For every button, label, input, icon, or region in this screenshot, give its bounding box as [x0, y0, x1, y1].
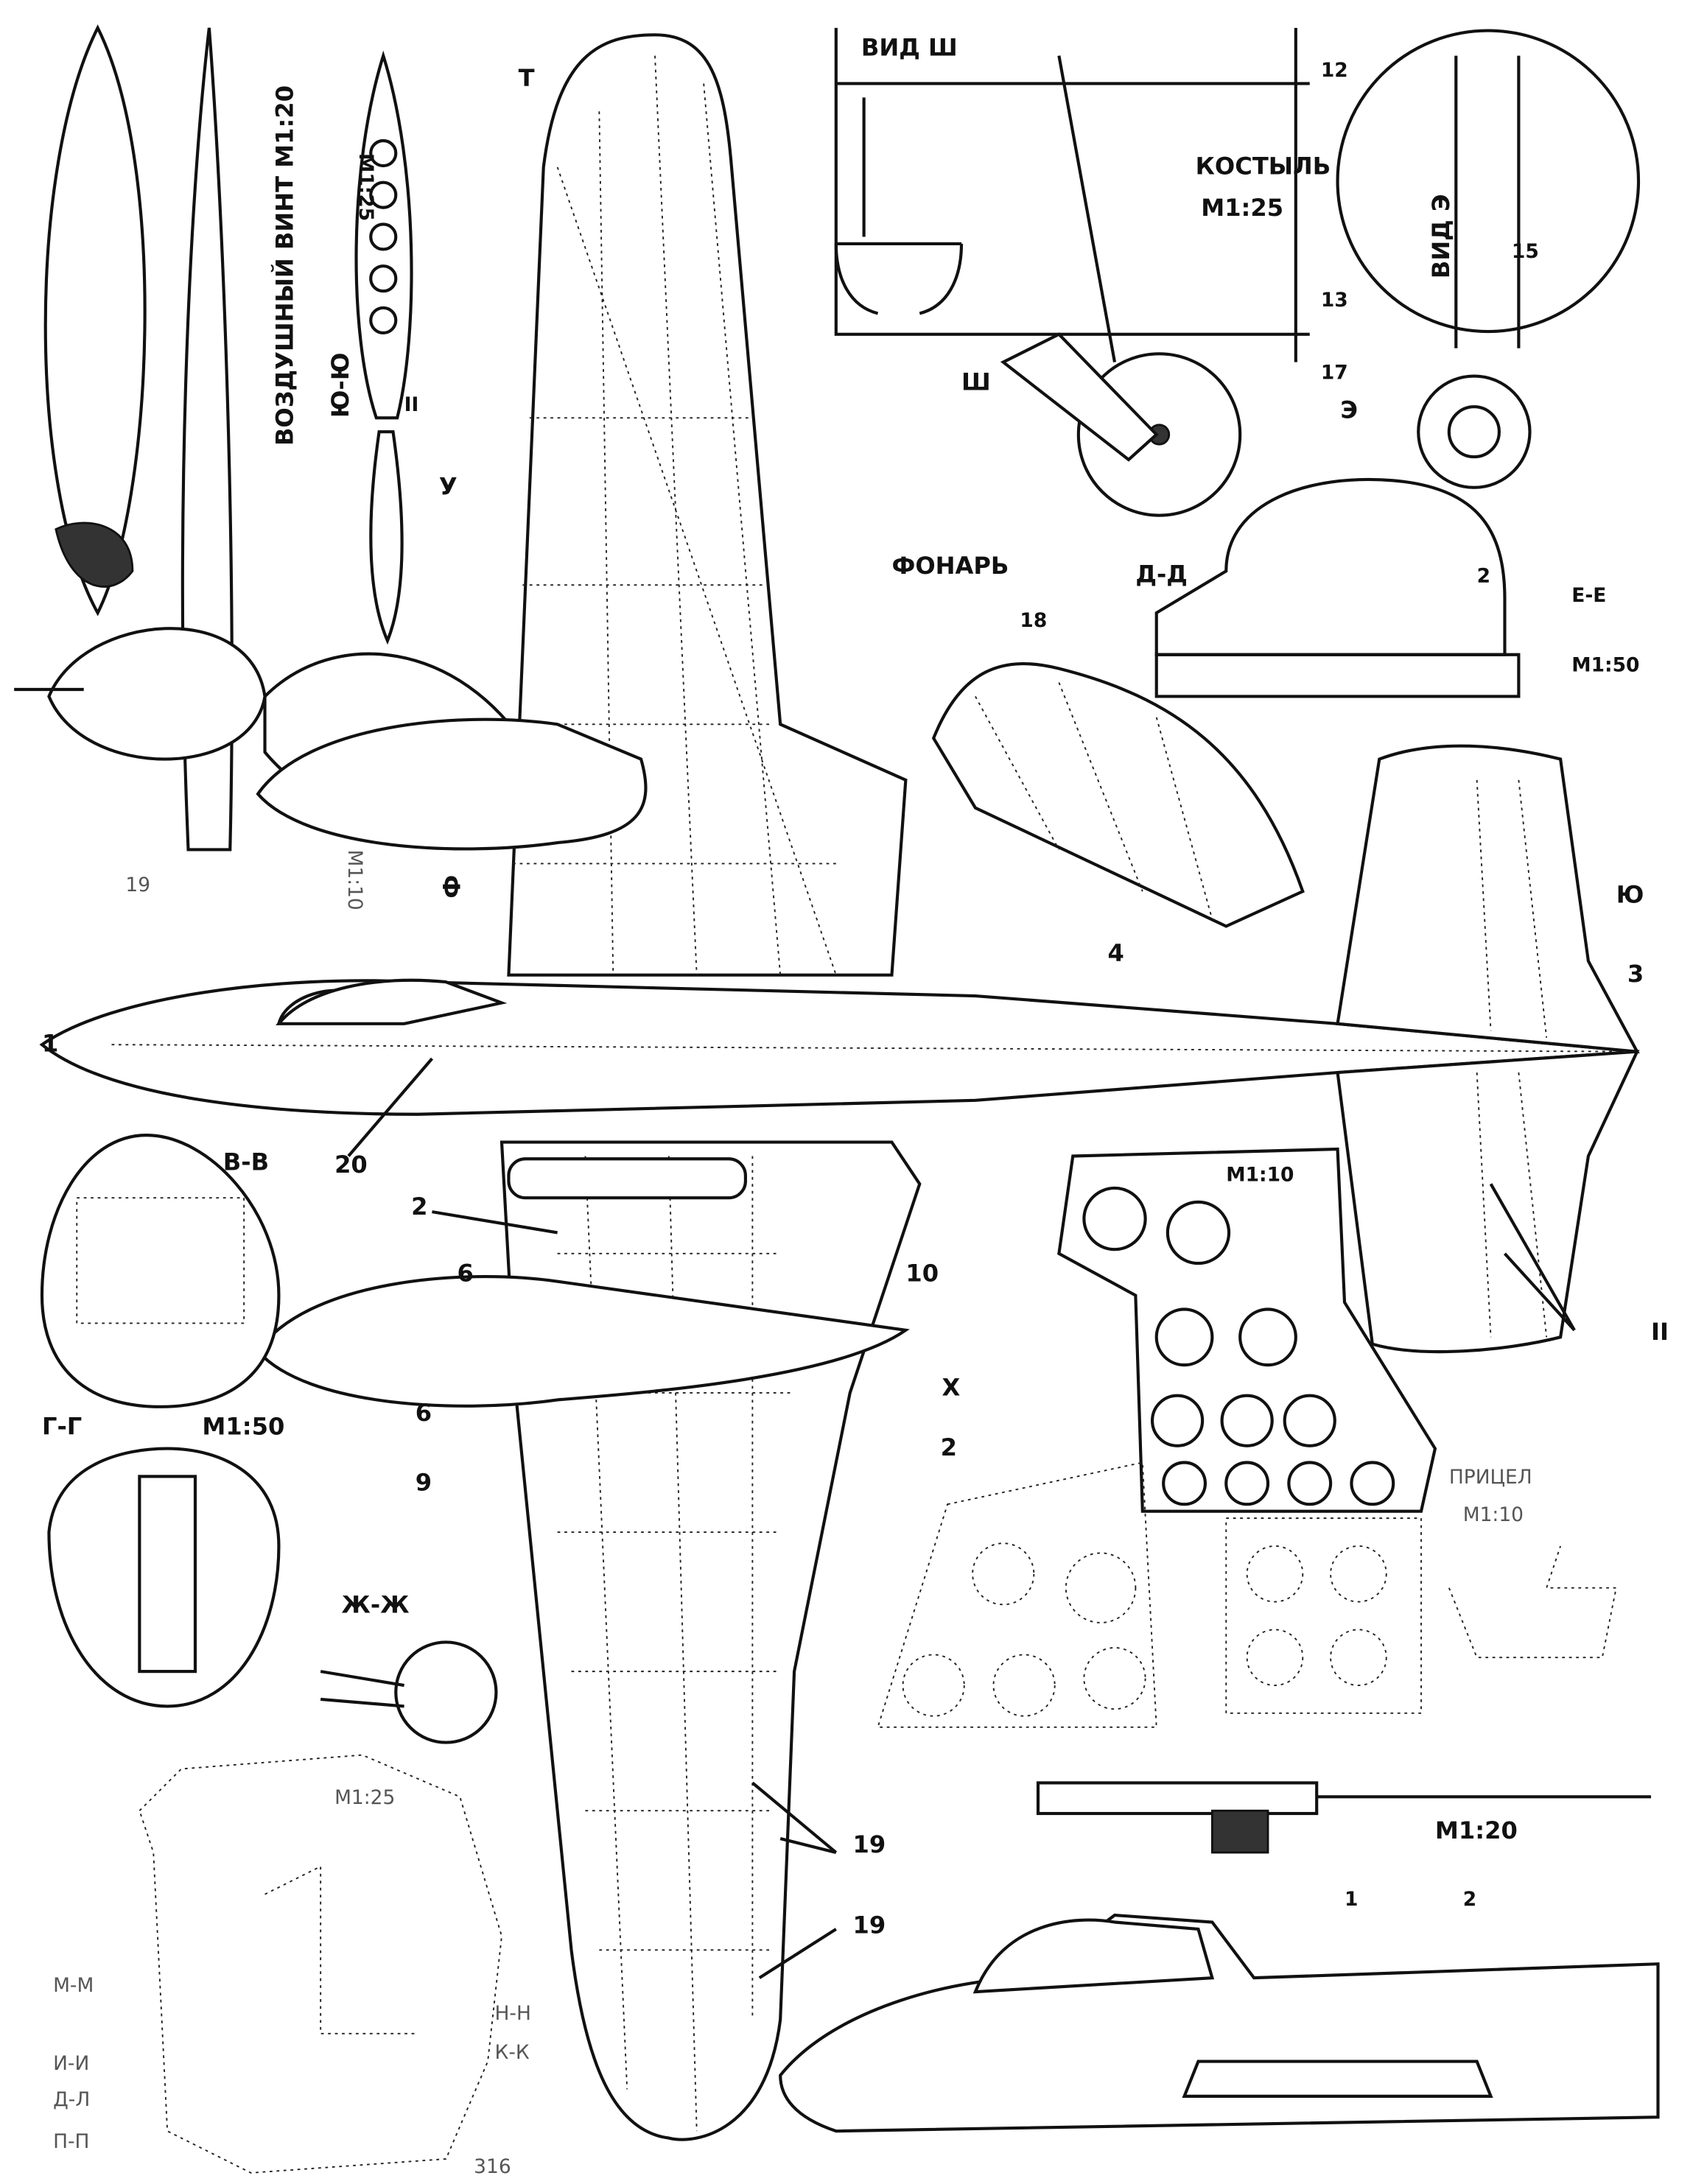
kostyl-scale: М1:25 [1201, 194, 1283, 222]
callout-12: 12 [1321, 59, 1348, 82]
tailwheel-drawing: ВИД Ш КОСТЫЛЬ М1:25 ВИД Э Ш Э 12 13 15 1… [834, 27, 1641, 517]
canopy-callout-2: 2 [1477, 564, 1490, 587]
section-kh: Х [942, 1374, 961, 1402]
bottom-scale: М1:25 [334, 1786, 395, 1809]
section-g-g-drawing: Г-Г М1:50 [42, 1413, 284, 1708]
section-e-e: Е-Е [1571, 584, 1606, 607]
section-f: Ф [438, 875, 466, 899]
callout-13: 13 [1321, 289, 1348, 312]
page-number: 316 [474, 2155, 511, 2178]
blade-scale: М1:25 [354, 153, 377, 221]
callout-9: 9 [416, 1468, 432, 1496]
callout-19b: 19 [853, 1830, 886, 1858]
gun-callout-1: 1 [1345, 1888, 1358, 1911]
callout-11: II [1651, 1318, 1669, 1346]
section-yu: Ю [1616, 880, 1644, 908]
callout-2a: 2 [411, 1193, 427, 1221]
vid-sh-label: ВИД Ш [861, 34, 958, 62]
section-d-l: Д-Л [53, 2088, 90, 2111]
callout-18: 18 [1020, 609, 1047, 632]
view-arrow-e: Э [1340, 396, 1358, 424]
bottom-left-sections: М1:25 М-М И-И Д-Л П-П Н-Н К-К 316 [53, 1754, 531, 2178]
callout-6b: 6 [416, 1399, 432, 1427]
callout-1: 1 [42, 1030, 58, 1058]
section-v-v: В-В [223, 1148, 269, 1176]
gun-callout-2: 2 [1463, 1888, 1476, 1911]
callout-2b: 2 [941, 1433, 957, 1461]
gun-side-view-drawing: М1:20 1 2 [779, 1781, 1660, 2133]
callout-19c: 19 [853, 1911, 886, 1939]
section-zh-zh-drawing: Ж-Ж [320, 1591, 498, 1744]
instrument-panel-drawing: М1:10 ПРИЦЕЛ М1:10 [877, 1147, 1617, 1728]
callout-6a: 6 [457, 1260, 473, 1288]
callout-4: 4 [1108, 939, 1124, 967]
callout-17: 17 [1321, 361, 1348, 384]
panel-scale: М1:10 [1226, 1164, 1294, 1187]
blade-number: II [404, 393, 419, 416]
scale-m150-right: М1:50 [1571, 653, 1639, 676]
scale-m110-left: М1:10 [343, 849, 366, 910]
vid-e-label: ВИД Э [1427, 194, 1455, 278]
propeller-title: ВОЗДУШНЫЙ ВИНТ М1:20 [270, 85, 298, 446]
section-u: У [439, 472, 458, 500]
plan-view [39, 33, 1640, 2141]
scale-m150-left: М1:50 [202, 1413, 284, 1441]
callout-3: 3 [1627, 960, 1644, 988]
section-k-k: К-К [495, 2041, 530, 2064]
sight-label: ПРИЦЕЛ [1449, 1466, 1532, 1489]
callouts: 1 2 2 3 4 6 6 9 10 II 19 19 19 20 [42, 874, 1669, 1979]
section-n-n: Н-Н [495, 2002, 531, 2025]
callout-19a: 19 [125, 874, 150, 896]
section-m-m: М-М [53, 1974, 94, 1997]
callout-15: 15 [1512, 240, 1539, 263]
canopy-title: ФОНАРЬ [891, 552, 1009, 580]
callout-10: 10 [905, 1260, 939, 1288]
section-t: Т [519, 64, 535, 92]
kostyl-label: КОСТЫЛЬ [1196, 152, 1331, 180]
section-v-v-drawing: В-В [40, 1134, 281, 1408]
section-yu-yu: Ю-Ю [326, 353, 354, 418]
view-arrow-sh: Ш [961, 368, 991, 396]
section-g-g: Г-Г [42, 1413, 82, 1441]
section-i-i: И-И [53, 2052, 89, 2075]
gun-scale: М1:20 [1435, 1816, 1518, 1844]
section-zh-zh: Ж-Ж [342, 1591, 410, 1619]
canopy-drawing: ФОНАРЬ 18 Д-Д Е-Е М1:50 2 [891, 477, 1639, 928]
section-d-d: Д-Д [1135, 560, 1188, 588]
sight-scale: М1:10 [1463, 1503, 1524, 1526]
section-p-p: П-П [53, 2130, 89, 2153]
